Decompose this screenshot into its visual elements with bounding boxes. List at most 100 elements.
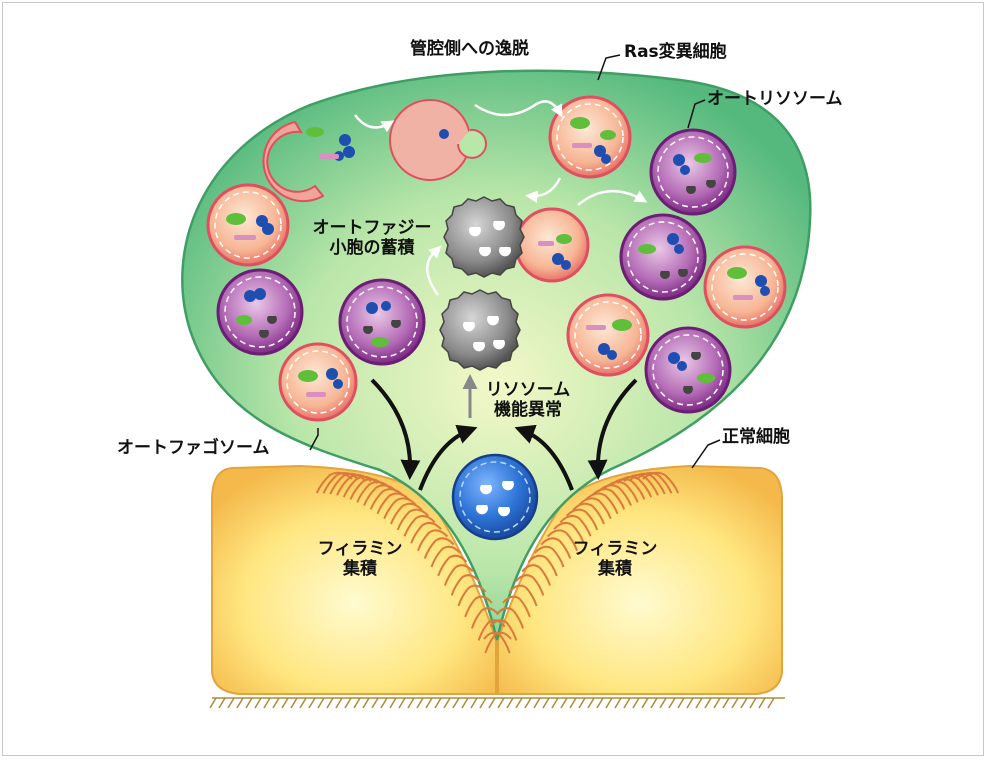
hatch-tick [416, 697, 424, 709]
autolysosome [338, 278, 426, 366]
label-filamin-left-line1: フィラミン [317, 539, 403, 559]
hatch-tick [344, 697, 352, 709]
filamin-fiber [565, 508, 599, 531]
hatch-tick [560, 697, 568, 709]
hatch-tick [398, 697, 406, 709]
filamin-fiber [515, 574, 545, 596]
label-filamin-right-line2: 集積 [598, 558, 632, 579]
hatch-tick [353, 697, 361, 709]
autophagosome [566, 293, 650, 377]
hatch-tick [290, 697, 298, 709]
hatch-tick [641, 697, 649, 709]
hatch-tick [470, 697, 478, 709]
hatch-tick [704, 697, 712, 709]
filamin-fiber [443, 564, 474, 586]
label-normal-cell: 正常細胞 [722, 427, 790, 447]
filamin-fiber [483, 631, 511, 654]
filamin-fiber [410, 521, 442, 544]
hatch-tick [722, 697, 730, 709]
hatch-tick [731, 697, 739, 709]
hatch-tick [569, 697, 577, 709]
hatch-tick [380, 697, 388, 709]
label-filamin-left: フィラミン 集積 [310, 539, 410, 579]
filamin-fiber [508, 584, 538, 607]
accumulated-vesicle [443, 196, 525, 278]
filamin-fiber [329, 472, 366, 495]
hatch-tick [236, 697, 244, 709]
label-filamin-right: フィラミン 集積 [565, 539, 665, 579]
hatch-tick [740, 697, 748, 709]
autolysosome [649, 128, 737, 216]
filamin-fiber [403, 515, 436, 537]
filamin-fiber [423, 537, 455, 559]
hatch-tick [452, 697, 460, 709]
label-lysosome-dysfunction: リソソーム 機能異常 [478, 380, 578, 420]
substrate-hatch [209, 697, 785, 709]
hatch-tick [497, 697, 505, 709]
hatch-tick [677, 697, 685, 709]
leader-lines [309, 54, 721, 469]
hatch-tick [326, 697, 334, 709]
hatch-tick [209, 697, 217, 709]
hatch-tick [596, 697, 604, 709]
hatch-tick [767, 697, 775, 709]
filamin-fiber [430, 545, 461, 568]
autolysosome [644, 326, 732, 414]
hatch-tick [533, 697, 541, 709]
hatch-tick [632, 697, 640, 709]
hatch-tick [461, 697, 469, 709]
accumulated-vesicle [439, 289, 521, 371]
hatch-tick [695, 697, 703, 709]
filamin-fiber [527, 554, 558, 577]
hatch-tick [668, 697, 676, 709]
hatch-tick [434, 697, 442, 709]
hatch-tick [614, 697, 622, 709]
lysosome [451, 453, 539, 541]
filamin-fiber [437, 554, 468, 577]
filamin-fiber [572, 502, 605, 525]
hatch-tick [308, 697, 316, 709]
label-autophagy-accumulation: オートファジー 小胞の蓄積 [292, 218, 452, 258]
hatch-tick [686, 697, 694, 709]
hatch-tick [488, 697, 496, 709]
hatch-tick [371, 697, 379, 709]
label-filamin-right-line1: フィラミン [572, 539, 658, 559]
filamin-fiber [396, 508, 430, 531]
filamin-fiber [546, 529, 578, 551]
filamin-fiber [457, 584, 487, 607]
autophagosome [206, 183, 290, 267]
hatch-tick [272, 697, 280, 709]
autophagosome [278, 342, 358, 422]
hatch-tick [362, 697, 370, 709]
hatch-tick [299, 697, 307, 709]
hatch-tick [749, 697, 757, 709]
phagophore-closing [389, 99, 487, 181]
autophagosome-fusing [514, 207, 590, 283]
black-flow-arrows [370, 378, 638, 491]
label-ras-cell: Ras変異細胞 [624, 42, 727, 62]
filamin-fiber [383, 497, 417, 519]
hatch-tick [578, 697, 586, 709]
filamin-fiber [559, 515, 592, 537]
hatch-tick [425, 697, 433, 709]
autophagosome [703, 245, 787, 329]
filamin-fibers-right [483, 471, 680, 654]
filamin-fiber [540, 537, 572, 559]
hatch-tick [245, 697, 253, 709]
filamin-fiber [534, 545, 565, 568]
hatch-tick [335, 697, 343, 709]
hatch-tick [542, 697, 550, 709]
filamin-fiber [450, 574, 480, 596]
label-autophagy-accumulation-line1: オートファジー [312, 218, 432, 238]
hatch-tick [713, 697, 721, 709]
autolysosome [216, 268, 304, 356]
label-autolysosome: オートリソソーム [707, 89, 843, 109]
hatch-tick [659, 697, 667, 709]
hatch-tick [317, 697, 325, 709]
label-lysosome-dysfunction-line2: 機能異常 [494, 399, 562, 420]
label-lysosome-dysfunction-line1: リソソーム [485, 380, 571, 400]
hatch-tick [506, 697, 514, 709]
filamin-fiber [489, 619, 518, 641]
